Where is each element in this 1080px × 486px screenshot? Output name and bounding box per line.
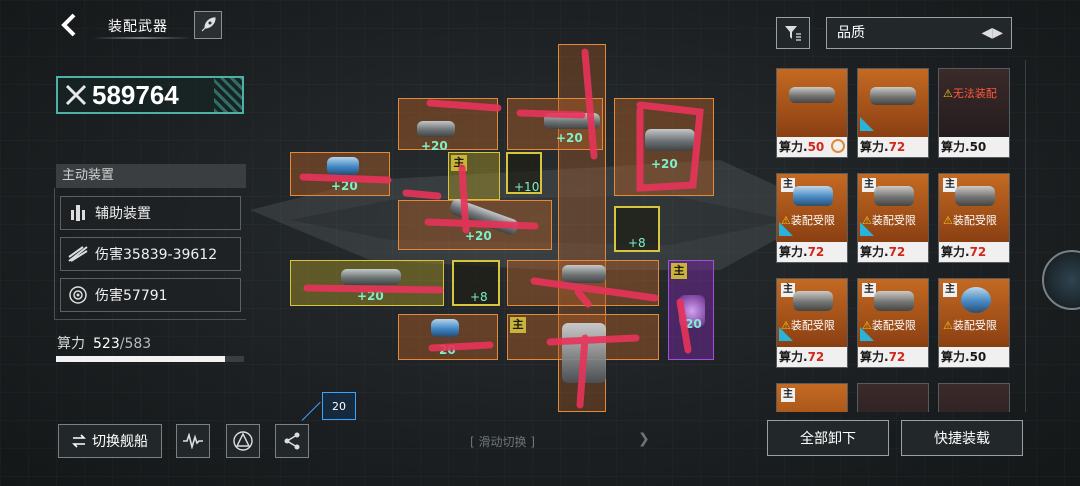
combat-power-box: 589764: [56, 76, 244, 114]
swipe-hint: [ 滑动切换 ]: [470, 435, 536, 449]
slot-mid-square[interactable]: +10: [506, 152, 542, 194]
quality-sort-label: 品质: [837, 25, 865, 41]
missile-damage-row[interactable]: 伤害35839-39612: [60, 237, 241, 271]
swipe-arrow-icon: ❯: [638, 431, 650, 447]
inventory-card[interactable]: 算力.50: [776, 68, 848, 158]
slot-purple[interactable]: 主 20: [668, 260, 714, 360]
compute-current: 523: [93, 336, 120, 352]
slot-bottom-left[interactable]: 20: [398, 314, 498, 360]
inventory-card[interactable]: 主 ⚠装配受限 算力.72: [857, 173, 929, 263]
equip-limited-warning: ⚠装配受限: [943, 319, 997, 332]
active-device-header: 主动装置: [56, 164, 246, 188]
inventory-card[interactable]: ⚠无法装配 算力.50: [938, 68, 1010, 158]
shield-damage-row[interactable]: 伤害57791: [60, 278, 241, 312]
quality-sort-select[interactable]: 品质 ◀▶: [826, 17, 1012, 49]
rocket-icon: [201, 17, 216, 32]
inventory-card[interactable]: [938, 383, 1010, 412]
compute-power-fill: [56, 356, 225, 362]
support-device-label: 辅助装置: [95, 206, 151, 222]
slot-right-long[interactable]: [507, 260, 659, 306]
shield-target-icon: [67, 284, 89, 306]
rocket-button[interactable]: [194, 11, 222, 39]
quick-equip-label: 快捷装载: [934, 431, 990, 447]
cannot-equip-warning: ⚠无法装配: [943, 87, 997, 100]
swipe-hint-text: 滑动切换: [478, 435, 527, 449]
gear-icon: [831, 139, 845, 153]
slot-top-center[interactable]: +20: [507, 98, 603, 150]
share-count-value: 20: [332, 399, 346, 413]
chevron-left-icon: [61, 13, 76, 37]
active-device-frame: [54, 188, 246, 320]
slot-left-long[interactable]: +20: [290, 260, 444, 306]
compute-max: /583: [119, 336, 152, 352]
compute-title: 算力: [57, 336, 85, 352]
slot-top-left[interactable]: +20: [398, 98, 498, 153]
inventory-card[interactable]: 主 ⚠装配受限 算力.72: [776, 278, 848, 368]
inventory-grid: 算力.50 算力.72 ⚠无法装配 算力.50 主 ⚠装配受限 算力.72 主 …: [764, 60, 1026, 412]
compute-power-bar: [56, 356, 244, 362]
equip-limited-warning: ⚠装配受限: [862, 214, 916, 227]
swap-arrows-icon: [72, 434, 86, 448]
equip-limited-warning: ⚠装配受限: [862, 319, 916, 332]
support-device-row[interactable]: 辅助装置: [60, 196, 241, 230]
filter-button[interactable]: [776, 17, 810, 49]
unequip-all-button[interactable]: 全部卸下: [767, 420, 889, 456]
equip-limited-warning: ⚠装配受限: [781, 214, 835, 227]
fleet-emblem-icon: [233, 431, 253, 451]
slot-right-small[interactable]: +8: [614, 206, 660, 252]
page-title: 装配武器: [108, 19, 168, 35]
crossed-swords-icon: [65, 84, 87, 106]
equip-limited-warning: ⚠装配受限: [781, 319, 835, 332]
quick-equip-button[interactable]: 快捷装载: [901, 420, 1023, 456]
missile-icon: [67, 243, 89, 265]
switch-ship-button[interactable]: 切换舰船: [58, 424, 162, 458]
waveform-button[interactable]: [176, 424, 210, 458]
back-button[interactable]: [58, 12, 80, 38]
slot-top-right[interactable]: +20: [614, 98, 714, 196]
inventory-card[interactable]: [857, 383, 929, 412]
share-icon: [284, 432, 300, 450]
shield-damage-label: 伤害57791: [95, 288, 168, 304]
inventory-card[interactable]: 主: [776, 383, 848, 412]
waveform-icon: [183, 433, 203, 449]
slot-left-wing[interactable]: +20: [290, 152, 390, 196]
sort-toggle-icon: ◀▶: [981, 25, 1003, 41]
inventory-card[interactable]: 主 ⚠装配受限 算力.72: [857, 278, 929, 368]
slot-bottom-center[interactable]: 主: [507, 314, 659, 383]
combat-power-value: 589764: [92, 79, 179, 110]
inventory-card[interactable]: 主 ⚠装配受限 算力.50: [938, 278, 1010, 368]
slot-mid-small[interactable]: 主: [448, 152, 500, 200]
unequip-all-label: 全部卸下: [800, 431, 856, 447]
slot-center-wide[interactable]: +20: [398, 197, 552, 250]
title-underline: [92, 37, 192, 39]
inventory-card[interactable]: 主 ⚠装配受限 算力.72: [776, 173, 848, 263]
support-device-icon: [67, 202, 89, 224]
compute-power-label: 算力 523/583: [57, 333, 151, 353]
fleet-emblem-button[interactable]: [226, 424, 260, 458]
inventory-card[interactable]: 算力.72: [857, 68, 929, 158]
equip-limited-warning: ⚠装配受限: [943, 214, 997, 227]
share-count-badge: 20: [322, 392, 356, 420]
switch-ship-label: 切换舰船: [92, 434, 148, 450]
share-button[interactable]: [275, 424, 309, 458]
filter-icon: [785, 26, 801, 41]
inventory-card[interactable]: 主 ⚠装配受限 算力.72: [938, 173, 1010, 263]
missile-damage-label: 伤害35839-39612: [95, 247, 218, 263]
slot-center-small[interactable]: +8: [452, 260, 500, 306]
